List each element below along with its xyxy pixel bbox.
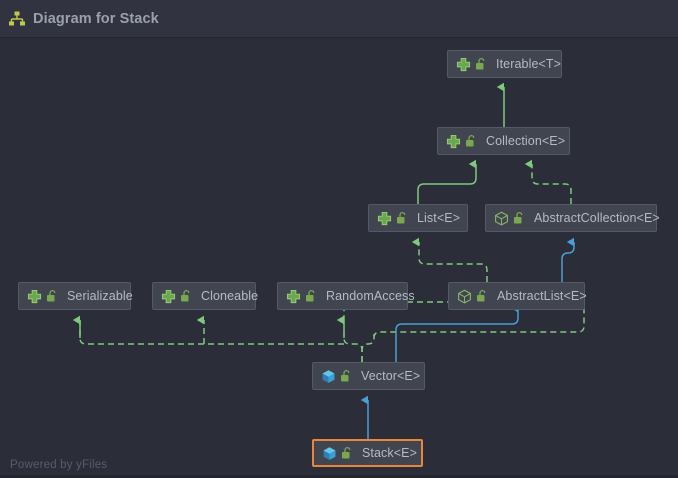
edge-abstractlist-to-list bbox=[411, 237, 488, 282]
edge-list-to-collection bbox=[417, 159, 477, 204]
diagram-canvas[interactable]: Iterable<T> Collection<E> List<E> bbox=[0, 38, 678, 475]
node-label: Collection<E> bbox=[486, 134, 566, 148]
unlocked-padlock-icon bbox=[306, 289, 315, 302]
edge-abstractcollection-to-collection bbox=[524, 159, 572, 204]
node-label: Cloneable bbox=[201, 289, 259, 303]
node-abstractlist[interactable]: AbstractList<E> bbox=[448, 282, 587, 310]
unlocked-padlock-icon bbox=[477, 289, 486, 302]
node-label: AbstractList<E> bbox=[497, 289, 587, 303]
interface-icon bbox=[377, 211, 392, 225]
interface-icon bbox=[456, 57, 471, 71]
node-stack[interactable]: Stack<E> bbox=[312, 439, 423, 467]
node-label: Vector<E> bbox=[361, 369, 421, 383]
node-label: List<E> bbox=[417, 211, 461, 225]
interface-icon bbox=[27, 289, 42, 303]
node-label: Iterable<T> bbox=[496, 57, 562, 71]
hierarchy-diagram-icon bbox=[9, 11, 25, 25]
node-vector[interactable]: Vector<E> bbox=[312, 362, 425, 390]
node-label: Serializable bbox=[67, 289, 133, 303]
node-label: AbstractCollection<E> bbox=[534, 211, 660, 225]
class-icon bbox=[323, 446, 336, 460]
node-collection[interactable]: Collection<E> bbox=[437, 127, 570, 155]
unlocked-padlock-icon bbox=[181, 289, 190, 302]
yfiles-watermark: Powered by yFiles bbox=[10, 459, 108, 471]
interface-icon bbox=[286, 289, 301, 303]
node-serializable[interactable]: Serializable bbox=[18, 282, 133, 310]
diagram-edges bbox=[72, 82, 585, 439]
edge-vector-to-abstractlist bbox=[395, 303, 519, 362]
abstract-class-icon bbox=[458, 289, 471, 304]
node-abstractcollection[interactable]: AbstractCollection<E> bbox=[485, 204, 660, 232]
window-bottom-strip bbox=[0, 475, 678, 478]
node-randomaccess[interactable]: RandomAccess bbox=[277, 282, 415, 310]
unlocked-padlock-icon bbox=[514, 211, 523, 224]
page-title: Diagram for Stack bbox=[33, 10, 159, 27]
node-label: Stack<E> bbox=[362, 446, 417, 460]
unlocked-padlock-icon bbox=[342, 446, 351, 459]
unlocked-padlock-icon bbox=[47, 289, 56, 302]
node-cloneable[interactable]: Cloneable bbox=[152, 282, 259, 310]
unlocked-padlock-icon bbox=[341, 369, 350, 382]
interface-icon bbox=[161, 289, 176, 303]
abstract-class-icon bbox=[495, 211, 508, 226]
unlocked-padlock-icon bbox=[397, 211, 406, 224]
class-icon bbox=[322, 369, 335, 383]
edge-abstractlist-to-abstractcollection bbox=[561, 237, 575, 282]
unlocked-padlock-icon bbox=[476, 57, 485, 70]
interface-icon bbox=[446, 134, 461, 148]
window-titlebar: Diagram for Stack bbox=[0, 0, 678, 38]
node-label: RandomAccess bbox=[326, 289, 415, 303]
edge-vector-to-serializable bbox=[72, 315, 363, 362]
unlocked-padlock-icon bbox=[466, 134, 475, 147]
node-iterable[interactable]: Iterable<T> bbox=[447, 50, 562, 78]
node-list[interactable]: List<E> bbox=[368, 204, 468, 232]
edge-vector-to-randomaccess bbox=[336, 301, 585, 362]
